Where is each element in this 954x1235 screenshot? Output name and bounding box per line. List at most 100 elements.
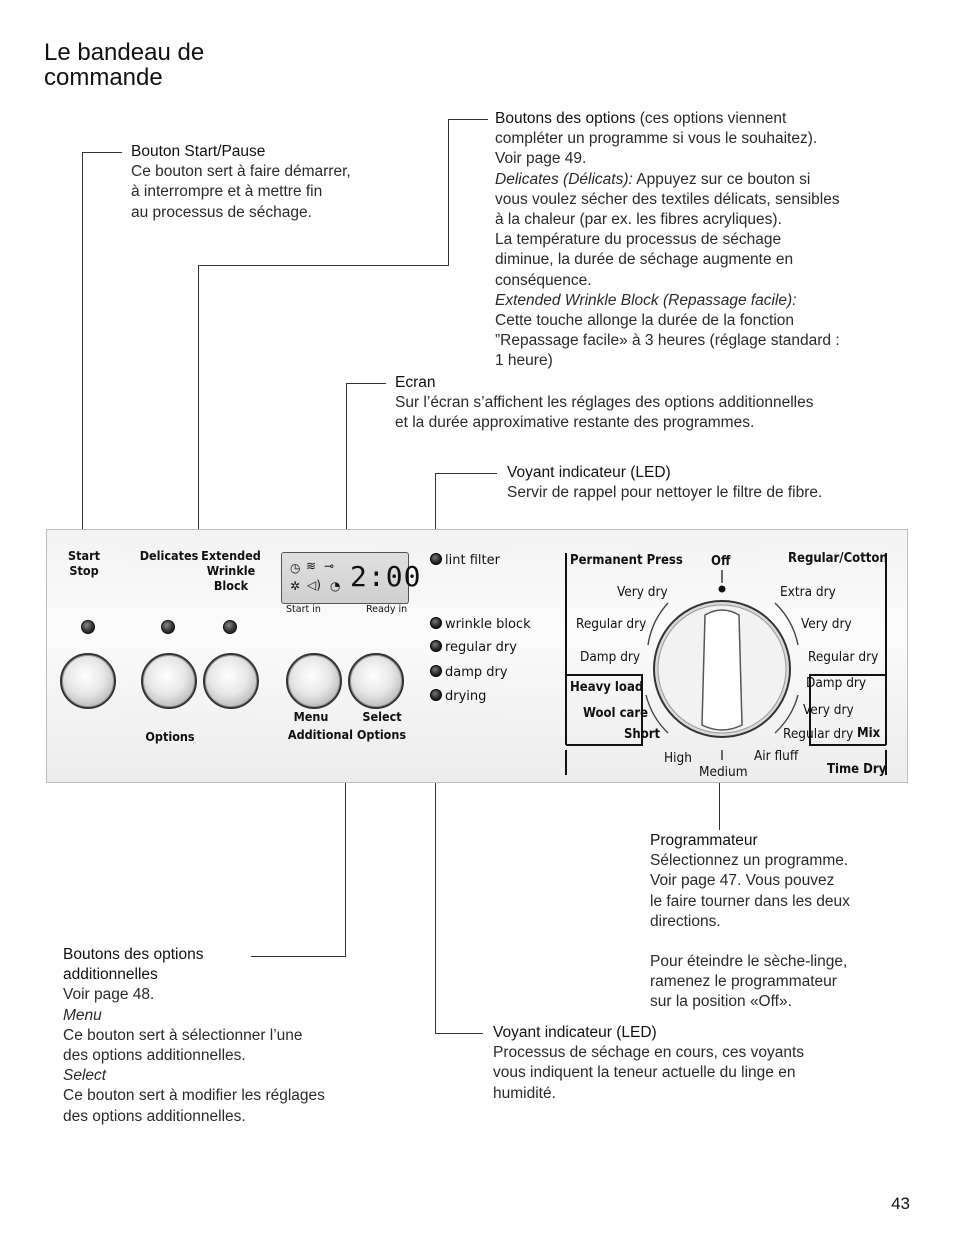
key-icon: ⊸ bbox=[324, 559, 335, 573]
start-pause-line: à interrompre et à mettre fin bbox=[131, 183, 323, 201]
short-label: Short bbox=[624, 727, 661, 742]
delicates-led bbox=[161, 620, 175, 634]
pp-damp-dry: Damp dry bbox=[580, 649, 641, 665]
heavy-load-label: Heavy load bbox=[570, 680, 644, 695]
medium-label: Medium bbox=[699, 764, 748, 780]
add-options-line: Ce bouton sert à sélectionner l’une bbox=[63, 1026, 303, 1044]
options-line: ”Repassage facile» à 3 heures (réglage s… bbox=[495, 332, 840, 350]
add-options-line: Voir page 48. bbox=[63, 986, 155, 1004]
options-line: vous voulez sécher des textiles délicats… bbox=[495, 190, 840, 208]
leader-ecran-h bbox=[346, 383, 386, 384]
options-line: Cette touche allonge la durée de la fonc… bbox=[495, 312, 795, 330]
ecran-line: et la durée approximative restante des p… bbox=[395, 414, 755, 432]
delicates-button[interactable] bbox=[141, 653, 197, 709]
indicator-label: damp dry bbox=[445, 665, 508, 680]
programmateur-line: directions. bbox=[650, 912, 721, 930]
leader-options-v bbox=[448, 119, 449, 265]
options-line: compléter un programme si vous le souhai… bbox=[495, 130, 818, 148]
leader-led-bottom-v bbox=[435, 705, 436, 1033]
led-dot-icon bbox=[430, 665, 442, 677]
leader-led-top-v bbox=[435, 473, 436, 553]
led-dot-icon bbox=[430, 640, 442, 652]
dial-frame bbox=[565, 553, 887, 775]
options-line: 1 heure) bbox=[495, 352, 553, 370]
page-number: 43 bbox=[891, 1194, 910, 1213]
pp-very-dry: Very dry bbox=[617, 584, 668, 600]
programmateur-spacer bbox=[650, 932, 850, 952]
start-stop-button[interactable] bbox=[60, 653, 116, 709]
leader-led-bottom-h bbox=[435, 1033, 483, 1034]
spin-icon: ◔ bbox=[330, 579, 341, 593]
wrinkle-label: Wrinkle bbox=[206, 563, 256, 578]
rc-damp-dry: Damp dry bbox=[806, 675, 867, 691]
ready-in-label: Ready in bbox=[366, 604, 408, 615]
options-label: Options bbox=[145, 729, 195, 744]
add-options-line: Ce bouton sert à modifier les réglages bbox=[63, 1087, 325, 1105]
rc-very-dry: Very dry bbox=[801, 616, 852, 632]
options-line: Appuyez sur ce bouton si bbox=[632, 170, 811, 188]
select-term: Select bbox=[63, 1067, 107, 1085]
indicator-regular-dry: regular dry bbox=[430, 640, 517, 655]
clock-icon: ◷ bbox=[290, 561, 301, 575]
led-top-line: Servir de rappel pour nettoyer le filtre… bbox=[507, 484, 823, 502]
mix-very-dry: Very dry bbox=[803, 702, 854, 718]
additional-options-label: Additional Options bbox=[287, 727, 407, 742]
indicator-wrinkle-block: wrinkle block bbox=[430, 617, 531, 632]
extended-wrinkle-block-button[interactable] bbox=[203, 653, 259, 709]
start-pause-line: Ce bouton sert à faire démarrer, bbox=[131, 163, 351, 181]
start-label: Start bbox=[68, 548, 100, 563]
led-dot-icon bbox=[430, 689, 442, 701]
menu-button[interactable] bbox=[286, 653, 342, 709]
wool-care-label: Wool care bbox=[583, 706, 649, 721]
leader-start-h bbox=[82, 152, 122, 153]
menu-label: Menu bbox=[293, 709, 329, 724]
delicates-label: Delicates bbox=[139, 548, 199, 563]
ecran-heading: Ecran bbox=[395, 374, 436, 391]
time-dry-label: Time Dry bbox=[827, 762, 887, 777]
ecran-description: Ecran Sur l’écran s’affichent les réglag… bbox=[395, 373, 813, 434]
indicator-label: regular dry bbox=[445, 640, 517, 655]
start-pause-line: au processus de séchage. bbox=[131, 203, 312, 221]
options-line: diminue, la durée de séchage augmente en bbox=[495, 251, 794, 269]
permanent-press-label: Permanent Press bbox=[570, 553, 683, 568]
start-stop-label: Start Stop bbox=[62, 548, 106, 578]
add-options-heading: Boutons des options bbox=[63, 946, 204, 963]
page-title: Le bandeau de commande bbox=[44, 40, 204, 90]
leader-options-h2 bbox=[198, 265, 449, 266]
sound-icon: ◁) bbox=[307, 578, 321, 592]
air-fluff-label: Air fluff bbox=[754, 748, 799, 764]
indicator-label: drying bbox=[445, 689, 487, 704]
select-button[interactable] bbox=[348, 653, 404, 709]
rc-regular-dry: Regular dry bbox=[808, 649, 879, 665]
programmateur-line: Voir page 47. Vous pouvez bbox=[650, 872, 835, 890]
led-bottom-description: Voyant indicateur (LED) Processus de séc… bbox=[493, 1023, 804, 1104]
led-dot-icon bbox=[430, 553, 442, 565]
sun-icon: ✲ bbox=[290, 579, 301, 593]
program-dial[interactable] bbox=[660, 600, 780, 750]
options-heading: Boutons des options bbox=[495, 110, 636, 127]
regular-cotton-label: Regular/Cotton bbox=[788, 551, 888, 566]
add-options-line: des options additionnelles. bbox=[63, 1107, 246, 1125]
led-bottom-line: Processus de séchage en cours, ces voyan… bbox=[493, 1044, 805, 1062]
leader-add-v bbox=[345, 745, 346, 956]
stop-label: Stop bbox=[69, 563, 99, 578]
high-label: High bbox=[664, 750, 692, 766]
led-dot-icon bbox=[430, 617, 442, 629]
display-screen: ◷ ≋ ⊸ ✲ ◁) ◔ 2:00 bbox=[281, 552, 420, 604]
extended-label: Extended bbox=[201, 548, 261, 563]
select-label: Select bbox=[362, 709, 402, 724]
mix-regular-dry: Regular dry bbox=[783, 726, 854, 742]
led-top-heading: Voyant indicateur (LED) bbox=[507, 464, 671, 481]
leader-start bbox=[82, 152, 83, 540]
start-led bbox=[81, 620, 95, 634]
indicator-label: wrinkle block bbox=[445, 617, 531, 632]
programmateur-line: sur la position «Off». bbox=[650, 993, 792, 1011]
led-bottom-line: humidité. bbox=[493, 1084, 556, 1102]
delicates-term: Delicates (Délicats): bbox=[495, 170, 633, 188]
off-label: Off bbox=[711, 554, 731, 569]
menu-term: Menu bbox=[63, 1006, 102, 1024]
time-display: 2:00 bbox=[350, 560, 422, 593]
rc-extra-dry: Extra dry bbox=[780, 584, 836, 600]
pp-regular-dry: Regular dry bbox=[576, 616, 647, 632]
ecran-line: Sur l’écran s’affichent les réglages des… bbox=[395, 394, 814, 412]
